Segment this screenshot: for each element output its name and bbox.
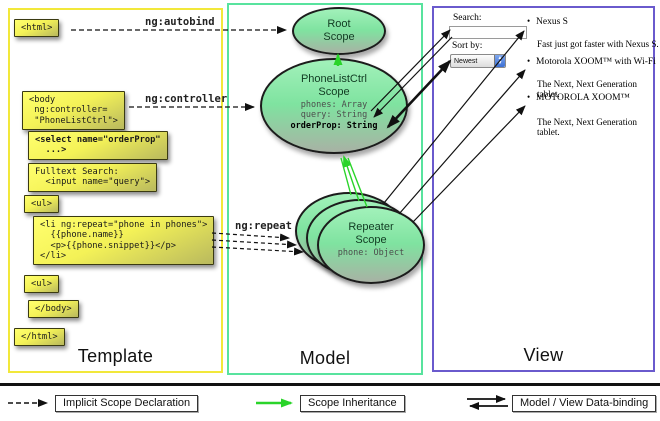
template-panel-label: Template bbox=[77, 346, 154, 366]
search-input[interactable] bbox=[449, 26, 527, 39]
code-box-fulltext-search: Fulltext Search: <input name="query"> bbox=[28, 163, 158, 192]
repeater-scope-title: Repeater Scope bbox=[348, 221, 394, 246]
phone-item-title: MOTOROLA XOOM™ bbox=[536, 93, 630, 103]
bullet-icon: • bbox=[527, 56, 531, 66]
phone-item-title: Nexus S bbox=[536, 17, 568, 27]
code-box-html-open: <html> bbox=[14, 19, 60, 38]
prop-query: query: String bbox=[300, 110, 368, 121]
sort-by-selected-value: Newest bbox=[454, 57, 478, 65]
root-scope-title: Root Scope bbox=[323, 18, 355, 43]
phone-list-item: • Motorola XOOM™ with Wi-Fi The Next, Nex… bbox=[527, 56, 660, 99]
code-box-body-open: <body ng:controller= "PhoneListCtrl"> bbox=[22, 91, 125, 130]
repeater-scope-prop: phone: Object bbox=[337, 248, 405, 259]
sort-by-select[interactable]: Newest ▲▼ bbox=[450, 54, 506, 68]
legend-separator-line bbox=[0, 383, 660, 386]
phonelistctrl-scope-props: phones: Array query: String orderProp: S… bbox=[291, 100, 378, 131]
phone-list-item: • MOTOROLA XOOM™ The Next, Next Generatio… bbox=[527, 92, 660, 137]
phone-item-desc: Fast just got faster with Nexus S. bbox=[537, 39, 659, 49]
code-box-select: <select name="orderProp" ...> bbox=[28, 131, 168, 160]
legend-scope-inheritance: Scope Inheritance bbox=[300, 395, 405, 412]
search-label: Search: bbox=[453, 13, 482, 23]
prop-orderprop: orderProp: String bbox=[290, 120, 378, 131]
prop-phones: phones: Array bbox=[300, 100, 368, 111]
ng-repeat-label: ng:repeat bbox=[235, 220, 292, 232]
code-box-body-close: </body> bbox=[28, 300, 79, 319]
ng-autobind-label: ng:autobind bbox=[145, 16, 215, 28]
bullet-icon: • bbox=[527, 92, 531, 102]
bullet-icon: • bbox=[527, 16, 531, 26]
ng-controller-label: ng:controller bbox=[145, 93, 228, 105]
code-box-ul-close: <ul> bbox=[24, 275, 59, 294]
code-box-html-close: </html> bbox=[14, 328, 65, 347]
select-stepper-icon: ▲▼ bbox=[494, 55, 505, 67]
phonelistctrl-scope-ellipse: PhoneListCtrl Scope phones: Array query:… bbox=[260, 58, 408, 154]
code-box-ul-open: <ul> bbox=[24, 195, 59, 214]
phone-item-title: Motorola XOOM™ with Wi-Fi bbox=[536, 57, 656, 67]
view-panel-label: View bbox=[523, 345, 564, 365]
legend-model-view-data-binding: Model / View Data-binding bbox=[512, 395, 657, 412]
code-box-li-repeat: <li ng:repeat="phone in phones"> {{phone… bbox=[33, 216, 215, 266]
repeater-scope-ellipse-front: Repeater Scope phone: Object bbox=[317, 206, 425, 284]
phone-item-desc: The Next, Next Generation tablet. bbox=[537, 117, 638, 137]
model-panel-label: Model bbox=[299, 348, 351, 368]
phonelistctrl-scope-title: PhoneListCtrl Scope bbox=[300, 73, 368, 98]
root-scope-ellipse: Root Scope bbox=[292, 7, 386, 55]
legend-implicit-scope-declaration: Implicit Scope Declaration bbox=[55, 395, 199, 412]
phone-list-item: • Nexus S Fast just got faster with Nexus… bbox=[527, 16, 659, 49]
phone-item-desc: The Next, Next Generation tablet. bbox=[537, 79, 638, 99]
sort-by-label: Sort by: bbox=[452, 41, 483, 51]
